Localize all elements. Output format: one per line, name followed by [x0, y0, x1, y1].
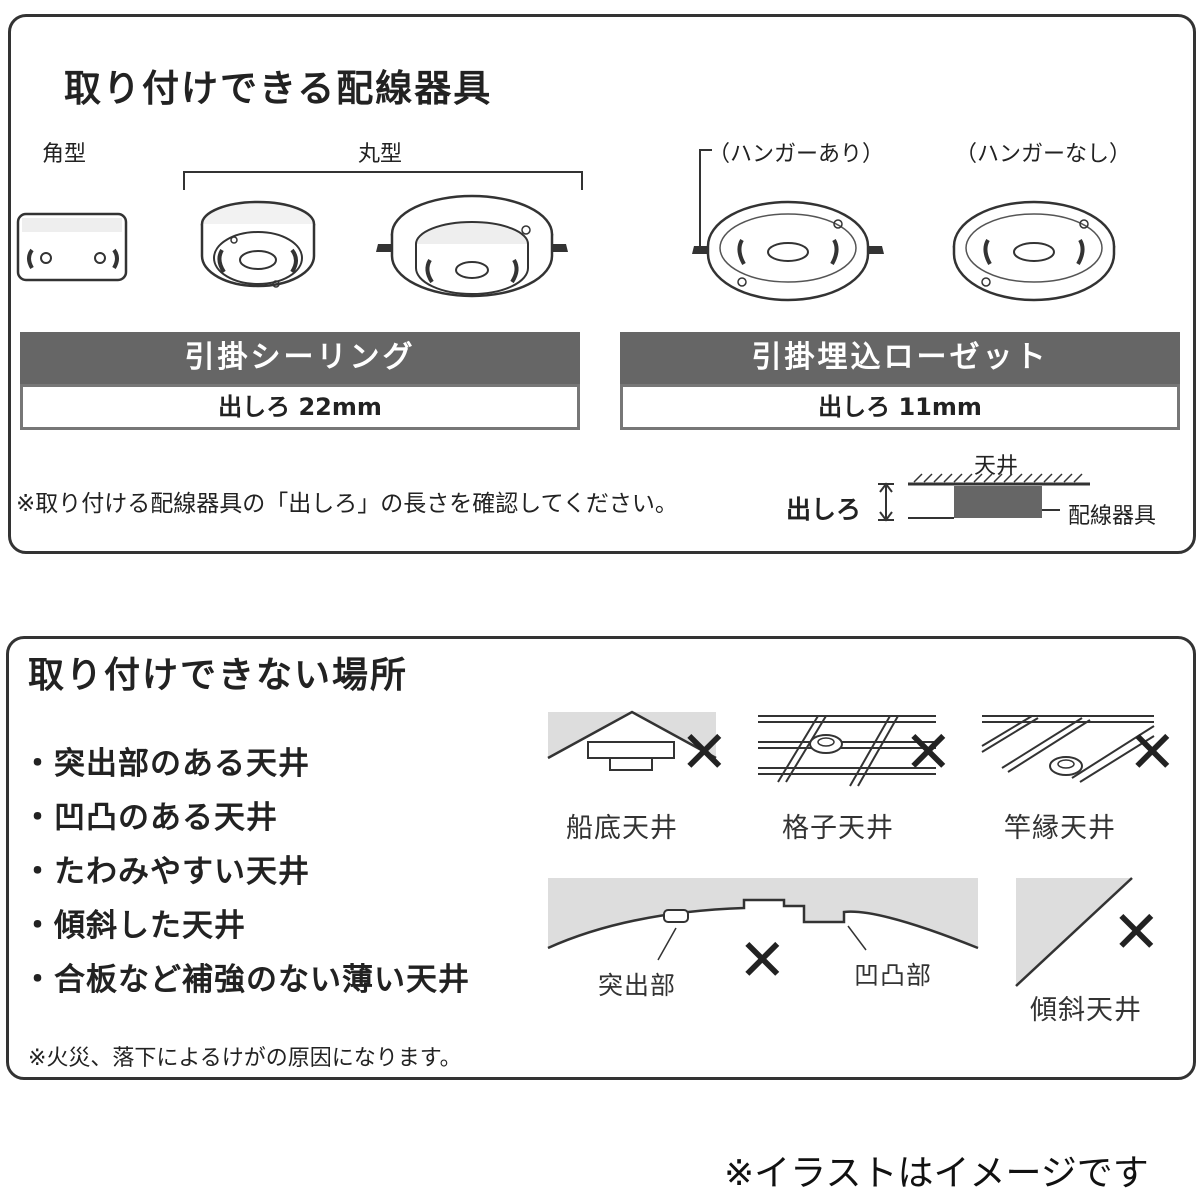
diagram-fixture-label: 配線器具 [1068, 504, 1157, 529]
list-item: ・突出部のある天井 [22, 746, 310, 782]
caption-protrusion: 突出部 [598, 971, 677, 1000]
illustration-disclaimer: ※イラストはイメージです [724, 1153, 1149, 1194]
rosette-name-bar: 引掛埋込ローゼット [620, 332, 1180, 384]
unsuitable-locations-panel [6, 636, 1196, 1080]
x-mark: ✕ [1112, 898, 1161, 966]
caption-sloped: 傾斜天井 [1030, 995, 1142, 1026]
caption-boat-bottom: 船底天井 [566, 813, 678, 844]
label-hanger-nashi: （ハンガーなし） [955, 142, 1132, 167]
rosette-spec: 出しろ 11mm [620, 384, 1180, 430]
boat-bottom-ceiling-illustration [547, 710, 717, 771]
list-item: ・凹凸のある天井 [22, 800, 278, 836]
rosette-without-hanger-icon [952, 200, 1116, 302]
caption-lattice: 格子天井 [782, 813, 894, 844]
caption-batten: 竿縁天井 [1004, 813, 1116, 844]
ceiling-hook-name-bar: 引掛シーリング [20, 332, 580, 384]
lattice-ceiling-illustration [758, 715, 936, 787]
check-protrusion-note: ※取り付ける配線器具の「出しろ」の長さを確認してください。 [16, 491, 678, 517]
label-marugata: 丸型 [358, 142, 403, 167]
small-round-ceiling-fixture-icon [200, 200, 316, 288]
large-round-ceiling-fixture-icon [376, 194, 568, 298]
hazard-note: ※火災、落下によるけがの原因になります。 [28, 1046, 462, 1071]
unsuitable-locations-title: 取り付けできない場所 [28, 655, 409, 696]
x-mark: ✕ [738, 926, 787, 994]
protrusion-diagram [878, 473, 1090, 522]
sloped-ceiling-illustration [1015, 877, 1133, 987]
batten-ceiling-illustration [981, 715, 1155, 783]
label-hanger-ari: （ハンガーあり） [708, 142, 885, 167]
list-item: ・合板など補強のない薄い天井 [22, 962, 470, 998]
label-kakugata: 角型 [42, 142, 87, 167]
x-mark: ✕ [680, 718, 729, 786]
compatible-fixtures-title: 取り付けできる配線器具 [64, 67, 493, 110]
ceiling-hook-spec: 出しろ 22mm [20, 384, 580, 430]
uneven-ceiling-illustration [547, 878, 979, 961]
x-mark: ✕ [904, 718, 953, 786]
list-item: ・傾斜した天井 [22, 908, 246, 944]
rosette-with-hanger-icon [692, 200, 884, 302]
diagram-dashiro-label: 出しろ [786, 495, 862, 524]
x-mark: ✕ [1128, 718, 1177, 786]
caption-uneven: 凹凸部 [854, 961, 933, 990]
square-ceiling-fixture-icon [16, 212, 128, 282]
list-item: ・たわみやすい天井 [22, 854, 310, 890]
